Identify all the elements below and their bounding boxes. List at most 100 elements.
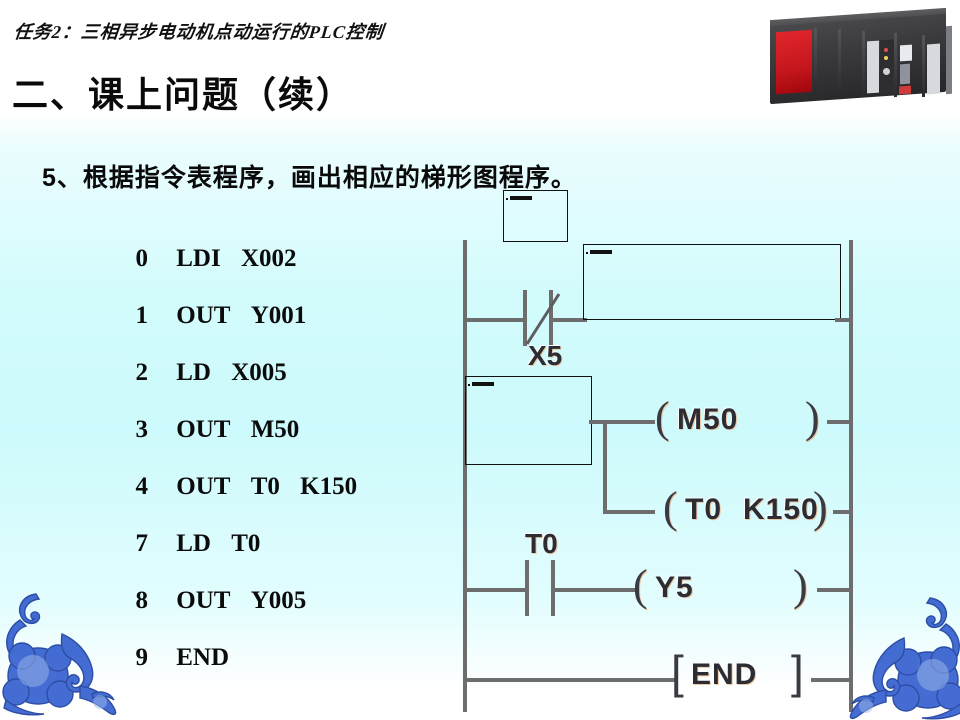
instruction-step: 2 — [135, 359, 149, 386]
plc-photo-power-module — [776, 29, 812, 95]
ladder-branch-wire — [603, 420, 607, 513]
instruction-step: 0 — [135, 245, 149, 272]
coil-preset-k150: K150 — [743, 493, 819, 526]
page-title: 任务2：三相异步电动机点动运行的PLC控制 — [12, 22, 385, 42]
mask-residual-dot — [586, 252, 588, 254]
instruction-row: 8 OUT Y005 — [120, 586, 420, 643]
instruction-row: 2 LD X005 — [120, 358, 420, 415]
ladder-wire — [833, 510, 853, 514]
ladder-left-power-rail — [463, 240, 467, 712]
instruction-operand: M50 — [250, 416, 300, 443]
plc-photo-terminal-strip — [867, 40, 879, 94]
instruction-row: 9 END — [120, 643, 420, 700]
mask-residual-dash — [590, 250, 612, 254]
ladder-wire — [817, 588, 853, 592]
mask-residual-dash — [510, 196, 532, 200]
instruction-step: 9 — [135, 644, 149, 671]
instruction-step: 7 — [135, 530, 149, 557]
contact-bar-right — [551, 560, 555, 616]
contact-label-x5: X5 — [528, 340, 563, 371]
section-heading: 二、课上问题（续） — [12, 74, 355, 115]
coil-label-m50: M50 — [677, 403, 739, 436]
plc-photo-terminal-strip — [927, 43, 940, 95]
question-text: 5、根据指令表程序，画出相应的梯形图程序。 — [42, 164, 577, 192]
ladder-diagram: X5 ( M50 ) ( T0 K150 ) T0 ( Y5 ) — [455, 190, 885, 720]
plc-photo-divider — [894, 32, 897, 98]
mask-residual-dot — [468, 384, 470, 386]
instruction-opcode: OUT — [176, 587, 231, 614]
end-block-close-bracket: ] — [791, 646, 804, 698]
coil-open-paren-t0: ( — [663, 483, 678, 532]
contact-label-t0: T0 — [525, 528, 558, 559]
end-block-label: END — [691, 658, 758, 691]
masked-coil-box-rung1 — [583, 244, 841, 320]
ladder-wire — [465, 318, 525, 322]
coil-open-paren-y5: ( — [633, 561, 648, 610]
plc-photo-led — [884, 56, 888, 60]
instruction-opcode: OUT — [176, 473, 231, 500]
ladder-wire — [811, 678, 853, 682]
instruction-step: 3 — [135, 416, 149, 443]
ladder-wire — [555, 588, 635, 592]
mask-residual-dash — [472, 382, 494, 386]
contact-negation-slash — [525, 293, 561, 345]
plc-photo-rj45-port — [900, 44, 912, 62]
plc-photo-divider — [838, 28, 841, 96]
instruction-operand: Y005 — [250, 587, 307, 614]
instruction-operand: T0 — [231, 530, 261, 557]
instruction-opcode: LDI — [176, 245, 221, 272]
plc-photo-divider — [922, 34, 925, 98]
plc-photo-dial — [883, 68, 890, 75]
coil-label-y5: Y5 — [655, 571, 694, 604]
instruction-opcode: OUT — [176, 416, 231, 443]
instruction-row: 4 OUT T0 K150 — [120, 472, 420, 529]
masked-contact-label-box-rung1 — [503, 190, 568, 242]
instruction-preset: K150 — [300, 473, 358, 500]
instruction-row: 0 LDI X002 — [120, 244, 420, 301]
ladder-wire — [465, 588, 527, 592]
ladder-wire — [603, 510, 655, 514]
coil-open-paren-m50: ( — [655, 393, 670, 442]
ladder-right-power-rail — [849, 240, 853, 712]
mask-residual-dot — [506, 198, 508, 200]
instruction-step: 4 — [135, 473, 149, 500]
plc-photo-serial-port — [900, 63, 910, 85]
instruction-step: 1 — [135, 302, 149, 329]
instruction-opcode: END — [176, 644, 230, 671]
ladder-wire — [827, 420, 853, 424]
instruction-opcode: LD — [176, 359, 211, 386]
instruction-operand: T0 — [250, 473, 280, 500]
plc-photo-red-connector — [899, 85, 911, 95]
ladder-wire — [835, 318, 853, 322]
masked-contact-box-x5 — [465, 376, 592, 465]
instruction-operand: X005 — [231, 359, 287, 386]
instruction-step: 8 — [135, 587, 149, 614]
contact-bar-left — [523, 290, 527, 346]
instruction-row: 3 OUT M50 — [120, 415, 420, 472]
corner-ornament-bottom-right — [849, 597, 960, 720]
instruction-opcode: OUT — [176, 302, 231, 329]
instruction-opcode: LD — [176, 530, 211, 557]
contact-bar-right — [549, 290, 553, 346]
ladder-wire — [553, 318, 587, 322]
instruction-operand: Y001 — [250, 302, 307, 329]
plc-photo-led — [884, 48, 888, 52]
instruction-row: 7 LD T0 — [120, 529, 420, 586]
plc-photo-side-panel — [946, 25, 952, 95]
instruction-list: 0 LDI X002 1 OUT Y001 2 LD X005 3 OUT M5… — [120, 244, 420, 700]
ladder-wire — [589, 420, 655, 424]
instruction-row: 1 OUT Y001 — [120, 301, 420, 358]
plc-photo-divider — [814, 27, 817, 95]
coil-label-t0: T0 — [685, 493, 723, 526]
coil-close-paren-m50: ) — [805, 393, 820, 442]
coil-close-paren-y5: ) — [793, 561, 808, 610]
coil-close-paren-t0: ) — [813, 483, 828, 532]
instruction-operand: X002 — [240, 245, 297, 272]
corner-ornament-bottom-left — [2, 593, 117, 716]
plc-module-photo — [764, 4, 954, 110]
contact-bar-left — [525, 560, 529, 616]
plc-photo-divider — [862, 30, 865, 97]
end-block-open-bracket: [ — [671, 646, 684, 698]
